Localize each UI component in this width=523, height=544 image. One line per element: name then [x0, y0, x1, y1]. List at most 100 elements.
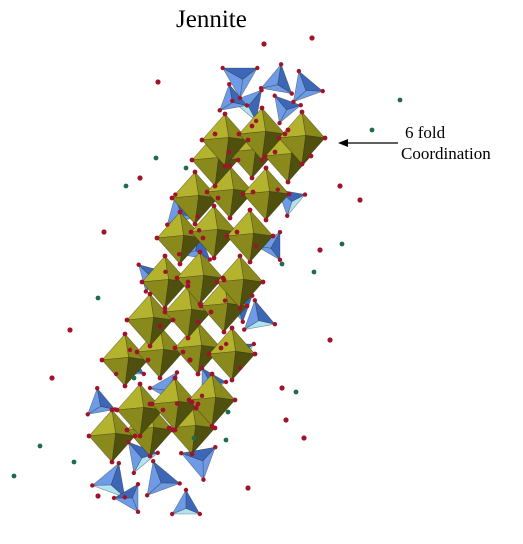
- oxygen-atom: [195, 319, 201, 325]
- oxygen-atom: [263, 165, 269, 171]
- oxygen-atom: [195, 401, 201, 407]
- octahedron-facet: [301, 135, 326, 165]
- oxygen-atom: [163, 269, 168, 275]
- oxygen-atom: [259, 105, 265, 111]
- oxygen-atom: [169, 195, 175, 201]
- oxygen-atom: [135, 481, 141, 487]
- oxygen-atom: [240, 191, 246, 197]
- oxygen-atom: [126, 440, 131, 445]
- oxygen-atom: [197, 249, 203, 255]
- oxygen-atom: [90, 483, 95, 488]
- tetrahedron-facet: [110, 462, 126, 499]
- oxygen-atom: [165, 222, 170, 227]
- oxygen-atom: [174, 401, 180, 406]
- oxygen-atom: [111, 495, 117, 501]
- interlayer-oxygen-atom: [49, 375, 55, 381]
- oxygen-atom: [220, 65, 225, 71]
- tetrahedron-facet: [221, 67, 259, 80]
- oxygen-atom: [285, 179, 291, 185]
- oxygen-atom: [141, 371, 147, 377]
- oxygen-atom: [259, 88, 264, 93]
- oxygen-atom: [139, 279, 145, 285]
- oxygen-atom: [172, 427, 178, 433]
- oxygen-atom: [299, 109, 305, 115]
- oxygen-atom: [173, 192, 178, 197]
- interlayer-oxygen-atom: [155, 79, 161, 85]
- oxygen-atom: [186, 397, 192, 403]
- oxygen-atom: [137, 433, 143, 439]
- interlayer-water-atom: [397, 97, 403, 103]
- octahedron-facet: [124, 357, 149, 387]
- octahedron-facet: [199, 251, 224, 279]
- oxygen-atom: [172, 345, 178, 351]
- interlayer-water-atom: [293, 389, 299, 395]
- oxygen-atom: [183, 487, 189, 493]
- annotation-line-1: 6 fold: [405, 123, 446, 142]
- oxygen-atom: [320, 88, 325, 94]
- oxygen-atom: [244, 303, 250, 309]
- octahedron-facet: [159, 349, 184, 379]
- octahedron-facet: [301, 111, 326, 139]
- oxygen-atom: [232, 397, 238, 403]
- octahedron-facet: [265, 191, 290, 221]
- oxygen-atom: [237, 253, 243, 259]
- oxygen-atom: [237, 365, 243, 371]
- oxygen-atom: [282, 131, 288, 137]
- oxygen-atom: [298, 103, 303, 108]
- interlayer-water-atom: [183, 165, 189, 171]
- oxygen-atom: [227, 163, 233, 169]
- oxygen-atom: [174, 275, 180, 281]
- oxygen-atom: [275, 187, 280, 192]
- oxygen-atom: [272, 321, 278, 327]
- oxygen-atom: [209, 371, 215, 377]
- oxygen-atom: [260, 279, 266, 285]
- oxygen-atom: [308, 153, 314, 159]
- interlayer-water-atom: [311, 269, 317, 275]
- oxygen-atom: [127, 347, 133, 353]
- octahedron-facet: [116, 383, 145, 411]
- interlayer-water-atom: [339, 241, 345, 247]
- oxygen-atom: [109, 459, 115, 465]
- oxygen-atom: [143, 289, 149, 294]
- oxygen-atom: [188, 229, 194, 235]
- tetrahedron-facet: [152, 460, 181, 484]
- oxygen-atom: [212, 131, 218, 137]
- oxygen-atom: [259, 157, 265, 163]
- oxygen-atom: [132, 433, 138, 439]
- interlayer-oxygen-atom: [301, 435, 307, 441]
- oxygen-atom: [196, 228, 202, 233]
- oxygen-atom: [322, 135, 328, 141]
- interlayer-water-atom: [71, 459, 77, 465]
- interlayer-oxygen-atom: [309, 35, 315, 41]
- oxygen-atom: [149, 401, 155, 407]
- oxygen-atom: [220, 275, 226, 281]
- oxygen-atom: [172, 375, 178, 381]
- oxygen-atom: [179, 450, 184, 456]
- oxygen-atom: [270, 233, 276, 239]
- tetrahedron-facet: [96, 387, 116, 410]
- oxygen-atom: [177, 209, 183, 215]
- interlayer-oxygen-atom: [193, 405, 199, 411]
- oxygen-atom: [227, 82, 232, 87]
- oxygen-atom: [180, 349, 186, 355]
- oxygen-atom: [160, 407, 166, 413]
- interlayer-oxygen-atom: [261, 41, 267, 47]
- tetrahedron-facet: [270, 231, 281, 261]
- oxygen-atom: [277, 229, 283, 235]
- oxygen-atom: [249, 123, 255, 129]
- oxygen-atom: [185, 335, 191, 341]
- oxygen-atom: [277, 257, 283, 263]
- oxygen-atom: [299, 161, 305, 167]
- oxygen-atom: [247, 207, 253, 213]
- oxygen-atom: [195, 214, 200, 219]
- oxygen-atom: [229, 377, 235, 383]
- oxygen-atom: [199, 365, 205, 371]
- oxygen-atom: [286, 191, 292, 197]
- oxygen-atom: [223, 379, 229, 385]
- oxygen-atom: [131, 470, 137, 476]
- octahedron-facet: [101, 357, 130, 387]
- octahedron-facet: [101, 333, 130, 361]
- oxygen-atom: [213, 444, 218, 450]
- oxygen-atom: [221, 329, 227, 335]
